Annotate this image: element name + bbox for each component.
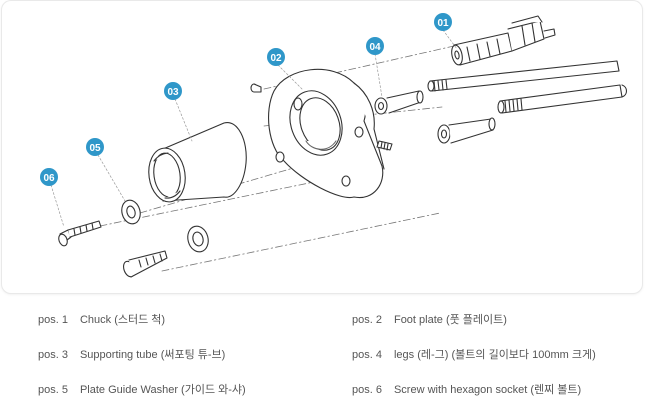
legend-pos-label: pos. 6 — [352, 384, 382, 396]
legend-description: Foot plate (풋 플레이트) — [393, 314, 507, 326]
socket-screw-upper — [58, 220, 102, 247]
legend-description: Supporting tube (써포팅 튜-브) — [79, 349, 226, 361]
threaded-rod-lower — [497, 84, 623, 114]
guide-washer-bottom — [187, 225, 209, 253]
svg-text:06: 06 — [43, 173, 55, 184]
parts-legend: pos. 1 Chuck (스터드 척) pos. 2 Foot plate (풋 … — [0, 300, 647, 400]
threaded-rod-upper — [427, 60, 620, 92]
callout-badge-05: 05 — [86, 138, 104, 156]
leg-washer-lower — [437, 124, 451, 144]
callout-badge-04: 04 — [366, 37, 384, 55]
diagram-panel: 01 02 03 04 05 06 — [2, 1, 642, 293]
legend-item-pos6: pos. 6 Screw with hexagon socket (렌찌 볼트) — [352, 383, 581, 397]
svg-text:04: 04 — [369, 42, 381, 53]
supporting-tube — [148, 122, 247, 203]
legend-pos-label: pos. 4 — [352, 349, 382, 361]
legend-item-pos2: pos. 2 Foot plate (풋 플레이트) — [352, 313, 507, 327]
legend-description: Plate Guide Washer (가이드 와-샤) — [79, 384, 246, 396]
guide-washer-left — [121, 199, 141, 225]
legend-pos-label: pos. 2 — [352, 314, 382, 326]
set-screw-right — [376, 140, 393, 151]
callout-badge-03: 03 — [164, 82, 182, 100]
callout-badge-06: 06 — [40, 168, 58, 186]
legend-pos-label: pos. 5 — [38, 384, 68, 396]
svg-text:05: 05 — [89, 143, 101, 154]
svg-text:01: 01 — [437, 18, 449, 29]
rod-end-clip — [621, 84, 628, 98]
leg-rod-lower — [448, 117, 496, 144]
set-screw-top — [250, 83, 262, 93]
legend-pos-label: pos. 3 — [38, 349, 68, 361]
exploded-assembly-diagram: 01 02 03 04 05 06 — [40, 13, 628, 278]
callout-badge-02: 02 — [267, 48, 285, 66]
socket-screw-lower — [123, 250, 168, 278]
stud-chuck — [451, 15, 556, 66]
foot-plate — [268, 68, 385, 199]
callout-leaders — [50, 29, 458, 228]
legend-item-pos1: pos. 1 Chuck (스터드 척) — [38, 313, 165, 327]
legend-description: legs (레-그) (볼트의 길이보다 100mm 크게) — [393, 349, 596, 361]
legend-pos-label: pos. 1 — [38, 314, 68, 326]
legend-item-pos3: pos. 3 Supporting tube (써포팅 튜-브) — [38, 348, 225, 362]
callout-badge-01: 01 — [434, 13, 452, 31]
legend-item-pos4: pos. 4 legs (레-그) (볼트의 길이보다 100mm 크게) — [352, 348, 596, 362]
legend-item-pos5: pos. 5 Plate Guide Washer (가이드 와-샤) — [38, 383, 246, 397]
leg-rod-upper — [386, 90, 424, 114]
svg-text:02: 02 — [270, 53, 282, 64]
svg-text:03: 03 — [167, 87, 179, 98]
leg-washer-upper — [374, 97, 388, 115]
legend-description: Chuck (스터드 척) — [79, 314, 166, 326]
legend-description: Screw with hexagon socket (렌찌 볼트) — [393, 384, 582, 396]
